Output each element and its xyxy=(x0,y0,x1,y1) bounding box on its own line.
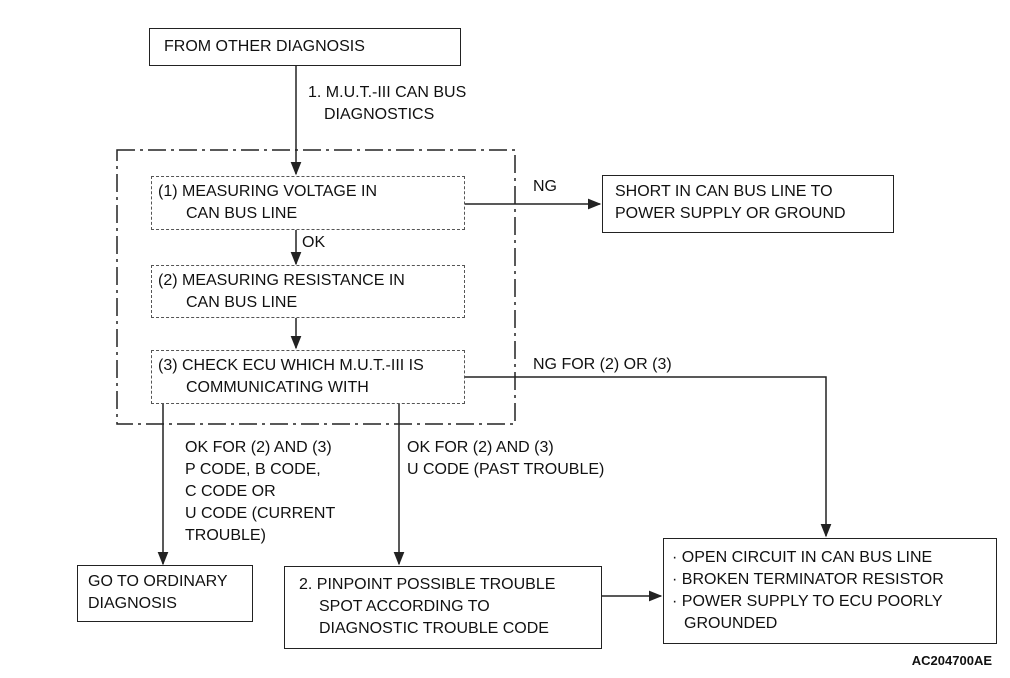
measuring-voltage-box: (1) MEASURING VOLTAGE IN CAN BUS LINE xyxy=(151,176,465,230)
ordinary-diagnosis-box: GO TO ORDINARY DIAGNOSIS xyxy=(77,565,253,622)
pinpoint-line-1: 2. PINPOINT POSSIBLE TROUBLE xyxy=(299,576,556,593)
short-line-1: SHORT IN CAN BUS LINE TO xyxy=(615,183,833,200)
causes-line-3: · POWER SUPPLY TO ECU POORLY xyxy=(672,593,943,610)
ordinary-line-1: GO TO ORDINARY xyxy=(88,573,228,590)
ok-mid-condition: OK FOR (2) AND (3) U CODE (PAST TROUBLE) xyxy=(407,437,604,481)
ng-for-2-or-3-label: NG FOR (2) OR (3) xyxy=(533,356,672,373)
ok-label: OK xyxy=(302,234,326,251)
figure-code: AC204700AE xyxy=(911,653,992,668)
sub1-line-2: CAN BUS LINE xyxy=(186,205,298,222)
pinpoint-line-2: SPOT ACCORDING TO xyxy=(319,598,490,615)
pinpoint-trouble-box: 2. PINPOINT POSSIBLE TROUBLE SPOT ACCORD… xyxy=(284,566,602,649)
step1-line-1: 1. M.U.T.-III CAN BUS xyxy=(308,84,467,101)
possible-causes-box: · OPEN CIRCUIT IN CAN BUS LINE · BROKEN … xyxy=(663,538,997,644)
sub2-line-2: CAN BUS LINE xyxy=(186,294,298,311)
sub3-line-2: COMMUNICATING WITH xyxy=(186,379,369,396)
ok-left-line-5: TROUBLE) xyxy=(185,527,266,544)
short-line-2: POWER SUPPLY OR GROUND xyxy=(615,205,846,222)
step1-line-2: DIAGNOSTICS xyxy=(324,106,435,123)
step1-label: 1. M.U.T.-III CAN BUS DIAGNOSTICS xyxy=(308,82,466,126)
sub2-line-1: (2) MEASURING RESISTANCE IN xyxy=(158,272,405,289)
ok-left-line-2: P CODE, B CODE, xyxy=(185,461,321,478)
arrow-ng-causes xyxy=(465,376,832,538)
ok-mid-line-1: OK FOR (2) AND (3) xyxy=(407,439,554,456)
from-other-diagnosis-text: FROM OTHER DIAGNOSIS xyxy=(164,38,365,55)
causes-line-4: GROUNDED xyxy=(684,615,778,632)
ordinary-line-2: DIAGNOSIS xyxy=(88,595,177,612)
ng-label: NG xyxy=(533,178,557,195)
check-ecu-box: (3) CHECK ECU WHICH M.U.T.-III IS COMMUN… xyxy=(151,350,465,404)
ok-mid-line-2: U CODE (PAST TROUBLE) xyxy=(407,461,605,478)
ok-left-line-1: OK FOR (2) AND (3) xyxy=(185,439,332,456)
sub3-line-1: (3) CHECK ECU WHICH M.U.T.-III IS xyxy=(158,357,424,374)
ok-left-condition: OK FOR (2) AND (3) P CODE, B CODE, C COD… xyxy=(185,437,335,547)
measuring-resistance-box: (2) MEASURING RESISTANCE IN CAN BUS LINE xyxy=(151,265,465,318)
short-circuit-box: SHORT IN CAN BUS LINE TO POWER SUPPLY OR… xyxy=(602,175,894,233)
sub1-line-1: (1) MEASURING VOLTAGE IN xyxy=(158,183,377,200)
causes-line-2: · BROKEN TERMINATOR RESISTOR xyxy=(672,571,944,588)
from-other-diagnosis-box: FROM OTHER DIAGNOSIS xyxy=(149,28,461,66)
can-bus-diagnostics-frame xyxy=(116,149,516,425)
causes-line-1: · OPEN CIRCUIT IN CAN BUS LINE xyxy=(672,549,933,566)
pinpoint-line-3: DIAGNOSTIC TROUBLE CODE xyxy=(319,620,549,637)
ok-left-line-3: C CODE OR xyxy=(185,483,276,500)
ok-left-line-4: U CODE (CURRENT xyxy=(185,505,336,522)
